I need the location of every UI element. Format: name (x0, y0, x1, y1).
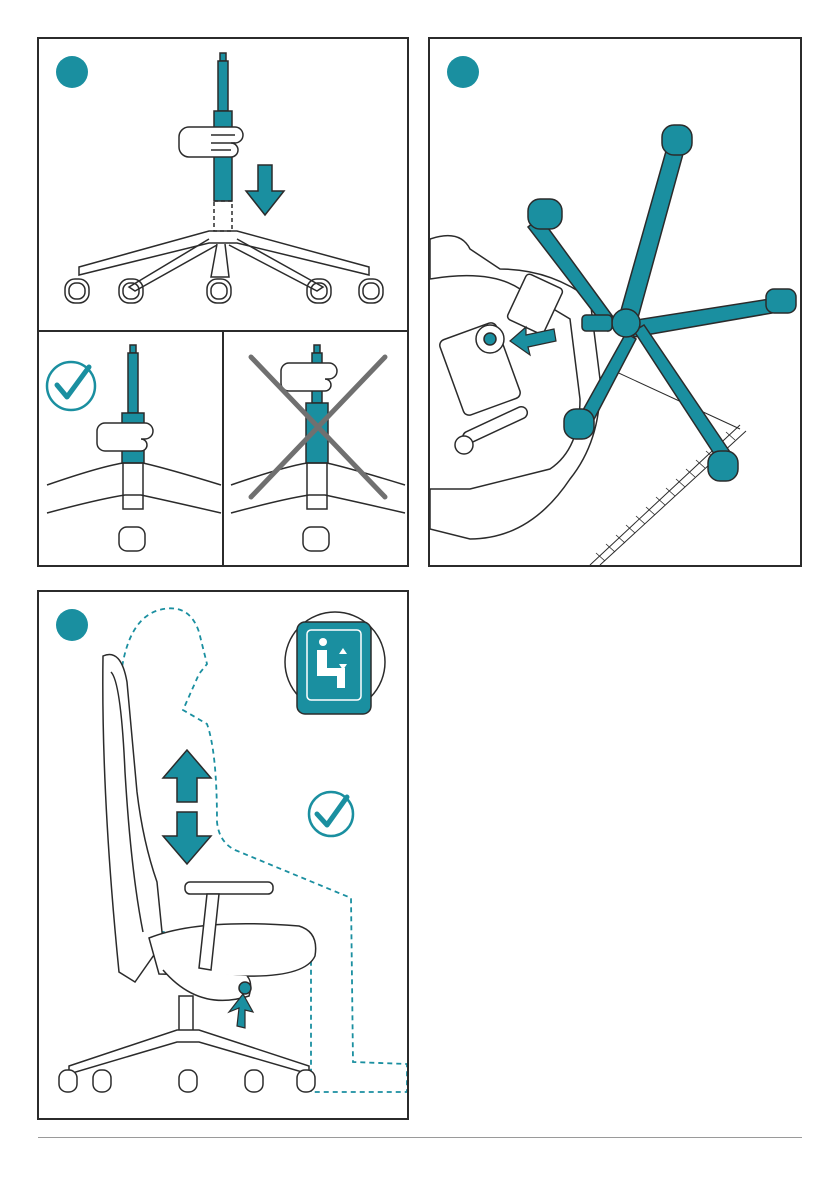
step-3-panel (37, 590, 409, 1120)
arrow-up-down-icon (163, 750, 211, 864)
caster (65, 279, 89, 303)
step-2-marker (447, 56, 479, 88)
check-icon (309, 792, 353, 836)
step-3-marker (56, 609, 88, 641)
height-adjust-illustration (39, 592, 407, 1118)
step-1-panel (37, 37, 409, 567)
correct-example (47, 345, 221, 551)
base-mount-illustration (430, 39, 800, 565)
hand-icon (179, 127, 243, 157)
arrow-down-icon (246, 165, 284, 215)
height-adjust-symbol-icon (285, 612, 385, 714)
chair-outline (59, 654, 316, 1092)
caster (207, 279, 231, 303)
caster (359, 279, 383, 303)
incorrect-example (231, 345, 405, 551)
caster (119, 279, 143, 303)
step-1-marker (56, 56, 88, 88)
step-2-panel (428, 37, 802, 567)
caster (307, 279, 331, 303)
chair-base (65, 231, 383, 303)
gas-lift-illustration (39, 39, 407, 565)
footer-rule (38, 1137, 802, 1138)
